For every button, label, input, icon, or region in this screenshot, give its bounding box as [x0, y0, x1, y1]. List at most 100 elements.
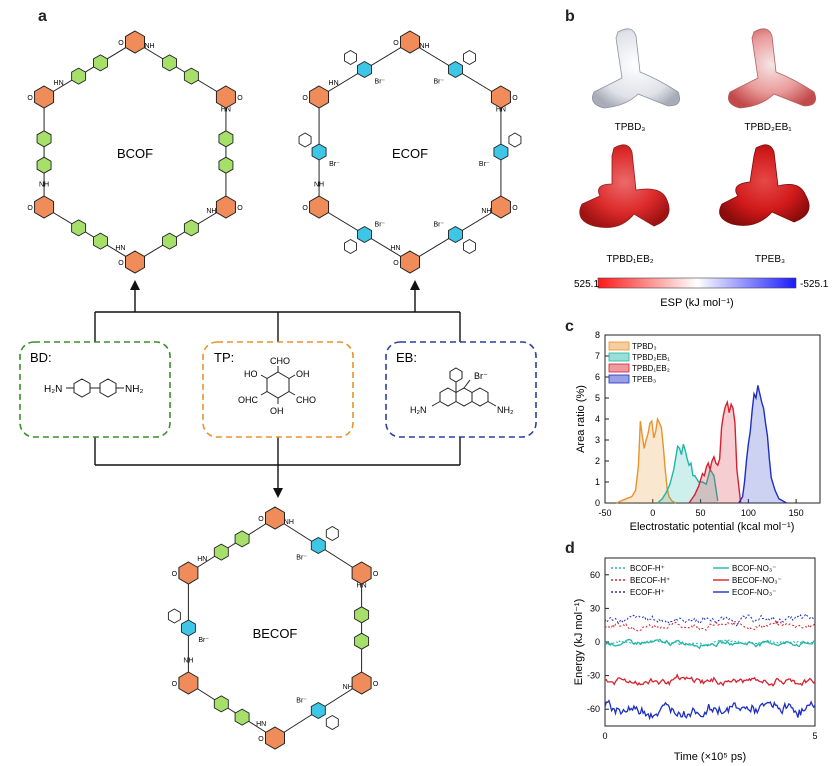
ecof-amine-link-5: HN	[329, 80, 339, 87]
bcof-bd-ring-0-1	[183, 67, 199, 85]
ecof-carbonyl-5: O	[302, 95, 308, 102]
ecof-bromide-1: Br⁻	[479, 161, 490, 168]
becof-carbonyl-4: O	[172, 681, 178, 688]
bcof-label: BCOF	[117, 146, 153, 161]
bd-molecule	[66, 378, 124, 398]
chart-d-series-line-1	[604, 620, 816, 632]
ecof-bromide-0: Br⁻	[433, 79, 444, 86]
chart-d-legend-label-3: BCOF-NO₃⁻	[732, 564, 776, 573]
bcof-bd-ring-4-0	[36, 156, 52, 174]
tp-group-top: CHO	[270, 356, 290, 366]
becof-amine-link-0: NH	[284, 519, 294, 526]
eb-label: EB:	[396, 350, 417, 365]
bcof-carbonyl-2: O	[237, 205, 243, 212]
bcof-carbonyl-3: O	[118, 260, 124, 267]
ecof-bromide-5: Br⁻	[375, 79, 386, 86]
arrow-down-becof	[273, 488, 283, 498]
bcof-amine-link-4: NH	[39, 181, 49, 188]
bcof-bd-ring-0-0	[162, 54, 178, 72]
chart-d-legend-label-2: ECOF-H⁺	[630, 588, 665, 597]
chart-d-ylabel: Energy (kJ mol⁻¹)	[573, 599, 585, 686]
ecof-phenyl-5	[344, 50, 357, 65]
chart-c-ytick-label: 0	[595, 498, 600, 508]
bcof-amine-link-0: NH	[144, 43, 154, 50]
ecof-bromide-4: Br⁻	[329, 161, 340, 168]
chart-c-area-1	[657, 444, 718, 503]
bcof-bd-ring-1-1	[218, 156, 234, 174]
becof-bromide-2: Br⁻	[296, 698, 307, 705]
bcof-amine-link-2: NH	[206, 208, 216, 215]
chart-d-series-line-2	[604, 612, 816, 627]
chart-c-legend-label-1: TPBD₂EB₁	[632, 353, 670, 362]
bcof-bd-ring-5-1	[92, 54, 108, 72]
chart-c-legend-label-2: TPBD₁EB₂	[632, 364, 670, 373]
becof-carbonyl-2: O	[373, 681, 379, 688]
tp-group-left-top: HO	[244, 369, 258, 379]
chart-c-ytick-label: 5	[595, 393, 600, 403]
ecof-phenyl-1	[508, 132, 522, 148]
chart-c-xlabel: Electrostatic potential (kcal mol⁻¹)	[630, 521, 795, 533]
ecof-amine-link-3: HN	[390, 245, 400, 252]
ecof-carbonyl-4: O	[302, 205, 308, 212]
becof-amine-link-1: HN	[357, 583, 367, 590]
panel-letter-a: a	[38, 8, 47, 25]
esp-label-tpeb3: TPEB₃	[755, 254, 785, 265]
bcof-tp-node-0	[125, 30, 145, 54]
ecof-carbonyl-1: O	[512, 95, 518, 102]
ecof-tp-node-4	[309, 195, 330, 219]
chart-d-series-line-4	[604, 673, 816, 687]
becof-eb-unit-0	[310, 537, 326, 554]
esp-map-tpbd1eb2	[579, 144, 670, 228]
becof-tp-node-2	[351, 671, 372, 695]
becof-tp-node-0	[265, 506, 285, 530]
becof-bromide-0: Br⁻	[296, 555, 307, 562]
becof-bd-ring-5-1	[234, 530, 250, 548]
bcof-amine-link-5: HN	[54, 80, 64, 87]
bcof-bd-ring-5-0	[71, 67, 87, 85]
bcof-tp-node-4	[34, 195, 55, 219]
ecof-carbonyl-2: O	[512, 205, 518, 212]
chart-c-xtick-label: -50	[598, 508, 611, 518]
chart-d-ytick-label: -30	[587, 671, 600, 681]
bd-amine-left: H₂N	[44, 384, 62, 395]
tp-group-bottom: OH	[270, 406, 284, 416]
bcof-amine-link-1: HN	[221, 107, 231, 114]
chart-d-xlabel: Time (×10⁵ ps)	[674, 751, 746, 763]
chart-c-ytick-label: 3	[595, 435, 600, 445]
chart-c-xtick-label: 150	[789, 508, 804, 518]
tp-label: TP:	[214, 350, 234, 365]
ecof-amine-link-0: NH	[419, 43, 429, 50]
tp-group-right-bottom: CHO	[296, 395, 316, 405]
chart-d-xtick-label: 5	[812, 731, 817, 741]
bd-label: BD:	[30, 350, 52, 365]
becof-amine-link-4: NH	[183, 657, 193, 664]
becof-bd-ring-5-0	[213, 543, 229, 561]
ecof-amine-link-1: HN	[496, 107, 506, 114]
ecof-carbonyl-3: O	[393, 260, 399, 267]
chart-c-ytick-label: 8	[595, 330, 600, 340]
chart-c-area-2	[689, 402, 741, 503]
becof-amine-link-5: HN	[197, 556, 207, 563]
bcof-tp-node-1	[215, 85, 236, 109]
chart-d-ytick-label: 60	[590, 570, 600, 580]
becof-bd-ring-3-1	[213, 695, 229, 713]
tp-group-left-bottom: OHC	[238, 395, 259, 405]
chart-d-series-line-3	[604, 638, 816, 650]
ecof-eb-unit-3	[357, 226, 372, 243]
chart-c-ytick-label: 6	[595, 372, 600, 382]
chart-c-series-line-3	[738, 385, 787, 504]
bcof-amine-link-3: HN	[115, 245, 125, 252]
chart-d-ytick-label: -60	[587, 704, 600, 714]
eb-counterion: Br⁻	[474, 371, 488, 381]
bcof-bd-ring-1-0	[218, 130, 234, 148]
esp-map-tpeb3	[719, 144, 810, 226]
panel-letter-b: b	[565, 8, 575, 25]
tp-molecule	[260, 366, 296, 404]
bcof-carbonyl-5: O	[27, 95, 33, 102]
colorbar-label: ESP (kJ mol⁻¹)	[660, 297, 733, 309]
becof-amine-link-2: NH	[343, 684, 353, 691]
becof-eb-unit-4	[180, 619, 196, 637]
